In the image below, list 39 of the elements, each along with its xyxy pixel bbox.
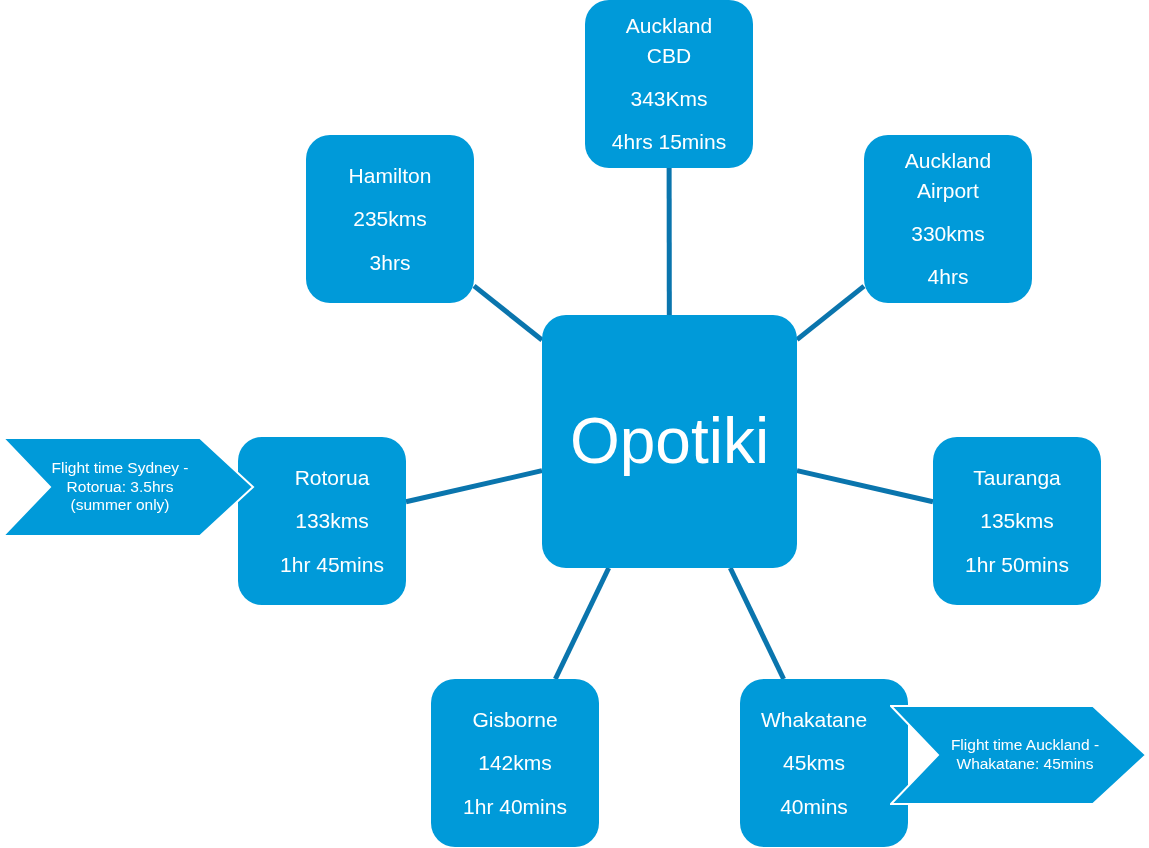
location-box	[431, 679, 599, 847]
place-name: Rotorua	[294, 464, 370, 491]
place-name: Auckland CBD	[624, 13, 714, 69]
distance-text: 330kms	[911, 221, 985, 247]
connector-line	[796, 468, 934, 505]
connector-line	[472, 283, 544, 342]
location-box	[933, 437, 1101, 605]
place-name: Tauranga	[973, 464, 1061, 491]
travel-time-text: 3hrs	[369, 249, 411, 276]
travel-time-text: 1hr 40mins	[463, 793, 567, 820]
travel-time-text: 4hrs 15mins	[611, 129, 727, 156]
place-name: Auckland Airport	[903, 148, 993, 204]
location-box	[238, 437, 406, 605]
hub-box	[542, 315, 797, 568]
connector-line	[553, 566, 611, 681]
flight-note: Flight time Sydney - Rotorua: 3.5hrs (summer only)	[50, 459, 190, 515]
place-name: Gisborne	[472, 706, 558, 733]
location-box	[306, 135, 474, 303]
travel-time-text: 40mins	[780, 793, 848, 820]
connector-line	[666, 168, 672, 315]
distance-text: 142kms	[478, 750, 552, 777]
flight-note: Flight time Auckland - Whakatane: 45mins	[950, 736, 1100, 774]
hub-name: Opotiki	[569, 403, 770, 479]
location-box	[585, 0, 753, 168]
connector-line	[405, 468, 543, 505]
connector-line	[795, 284, 866, 342]
connector-line	[728, 566, 786, 681]
distance-text: 235kms	[353, 206, 427, 233]
distance-text: 133kms	[295, 508, 369, 535]
location-box	[740, 679, 908, 847]
place-name: Whakatane	[760, 706, 868, 733]
distance-text: 343Kms	[630, 86, 708, 112]
distance-text: 135kms	[980, 508, 1054, 535]
place-name: Hamilton	[348, 162, 432, 189]
location-box	[864, 135, 1032, 303]
travel-time-text: 1hr 50mins	[965, 551, 1069, 578]
distance-text: 45kms	[783, 750, 845, 777]
travel-time-text: 4hrs	[927, 264, 969, 291]
travel-time-text: 1hr 45mins	[280, 551, 384, 578]
